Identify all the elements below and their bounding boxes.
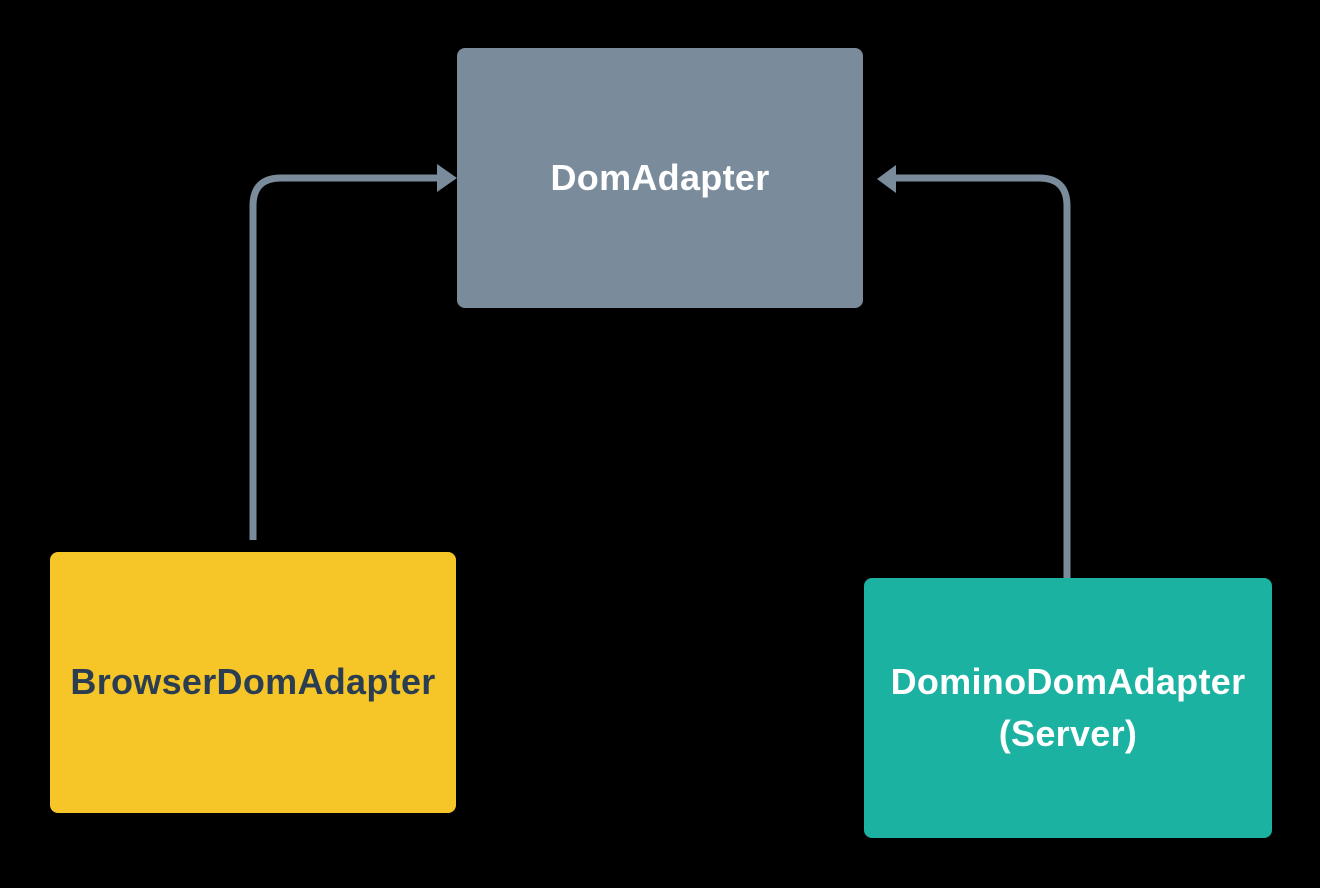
connector-browser-to-domadapter [249, 174, 437, 540]
node-browserdomadapter: BrowserDomAdapter [50, 552, 456, 813]
arrowhead-into-domadapter-right-icon [877, 165, 896, 193]
arrowhead-into-domadapter-left-icon [437, 164, 457, 192]
node-browserdomadapter-label: BrowserDomAdapter [70, 661, 436, 703]
node-domadapter: DomAdapter [457, 48, 863, 308]
node-dominodomadapter: DominoDomAdapter (Server) [864, 578, 1272, 838]
node-domadapter-label: DomAdapter [550, 156, 770, 198]
node-dominodomadapter-label: DominoDomAdapter (Server) [891, 656, 1246, 760]
connector-domino-to-domadapter [896, 174, 1071, 578]
node-dominodomadapter-label-line2: (Server) [998, 713, 1138, 754]
node-dominodomadapter-label-line1: DominoDomAdapter [890, 660, 1246, 702]
